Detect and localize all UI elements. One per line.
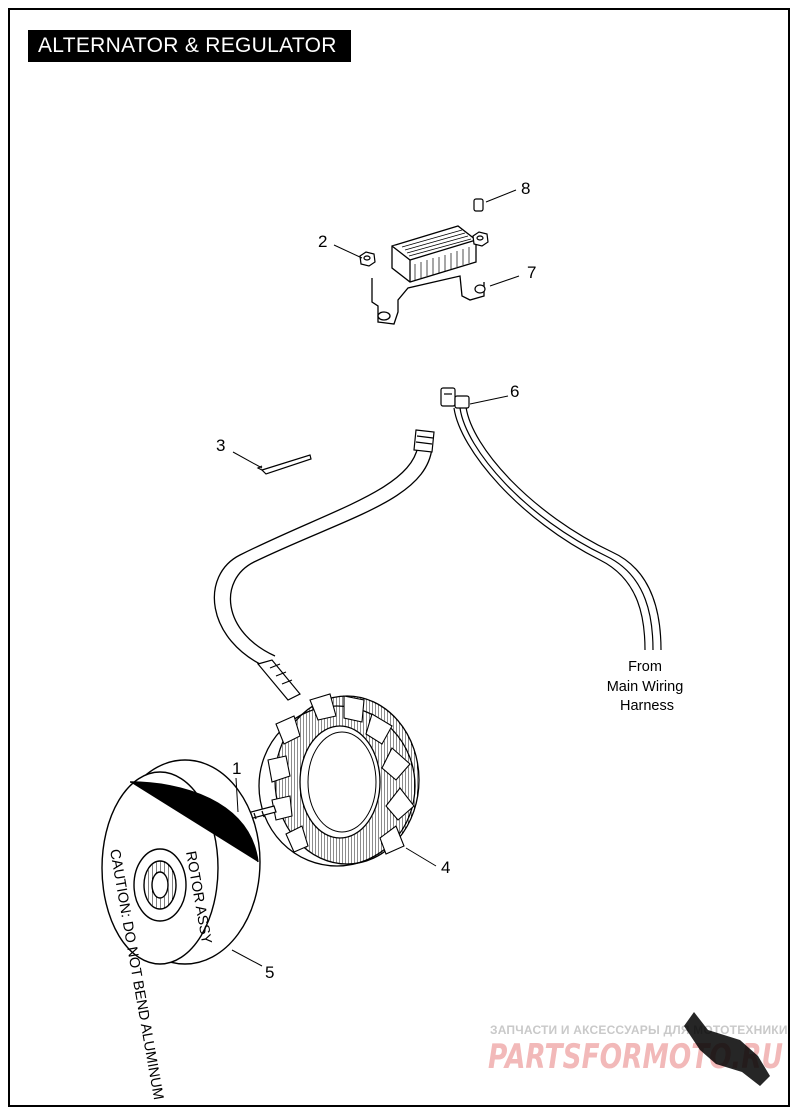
part-7-nut: [472, 231, 489, 294]
callout-4: 4: [441, 858, 450, 877]
harness-note-line-1: From: [628, 659, 662, 675]
watermark-tagline: ЗАПЧАСТИ И АКСЕССУАРЫ ДЛЯ МОТОТЕХНИКИ: [490, 1023, 788, 1037]
watermark: ЗАПЧАСТИ И АКСЕССУАРЫ ДЛЯ МОТОТЕХНИКИ PA…: [488, 1012, 788, 1086]
voltage-regulator: [371, 225, 485, 325]
part-4-stator: [258, 693, 420, 867]
watermark-moto-logo: [684, 1012, 770, 1086]
callout-1: 1: [232, 759, 241, 778]
callout-2: 2: [318, 232, 327, 251]
stator-cable-plug: [256, 429, 435, 701]
callout-5: 5: [265, 963, 274, 982]
part-6-connector: [440, 387, 470, 409]
part-5-rotor: CAUTION: DO NOT BEND ALUMINUM ROTOR ASSY: [101, 759, 261, 1101]
callout-6: 6: [510, 382, 519, 401]
page-frame: [8, 8, 790, 1107]
callout-8: 8: [521, 179, 530, 198]
leader-lines: [231, 189, 520, 967]
part-3-cable-strap: [256, 454, 312, 475]
part-2-nut: [359, 251, 376, 267]
callout-7: 7: [527, 263, 536, 282]
harness-note-line-2: Main Wiring: [607, 679, 684, 695]
callout-3: 3: [216, 436, 225, 455]
page-title: ALTERNATOR & REGULATOR: [28, 30, 351, 62]
harness-note-line-3: Harness: [620, 698, 674, 714]
part-6-wiring-harness: [453, 406, 662, 651]
part-8-cap: [473, 198, 484, 212]
stator-cable: [213, 445, 433, 669]
